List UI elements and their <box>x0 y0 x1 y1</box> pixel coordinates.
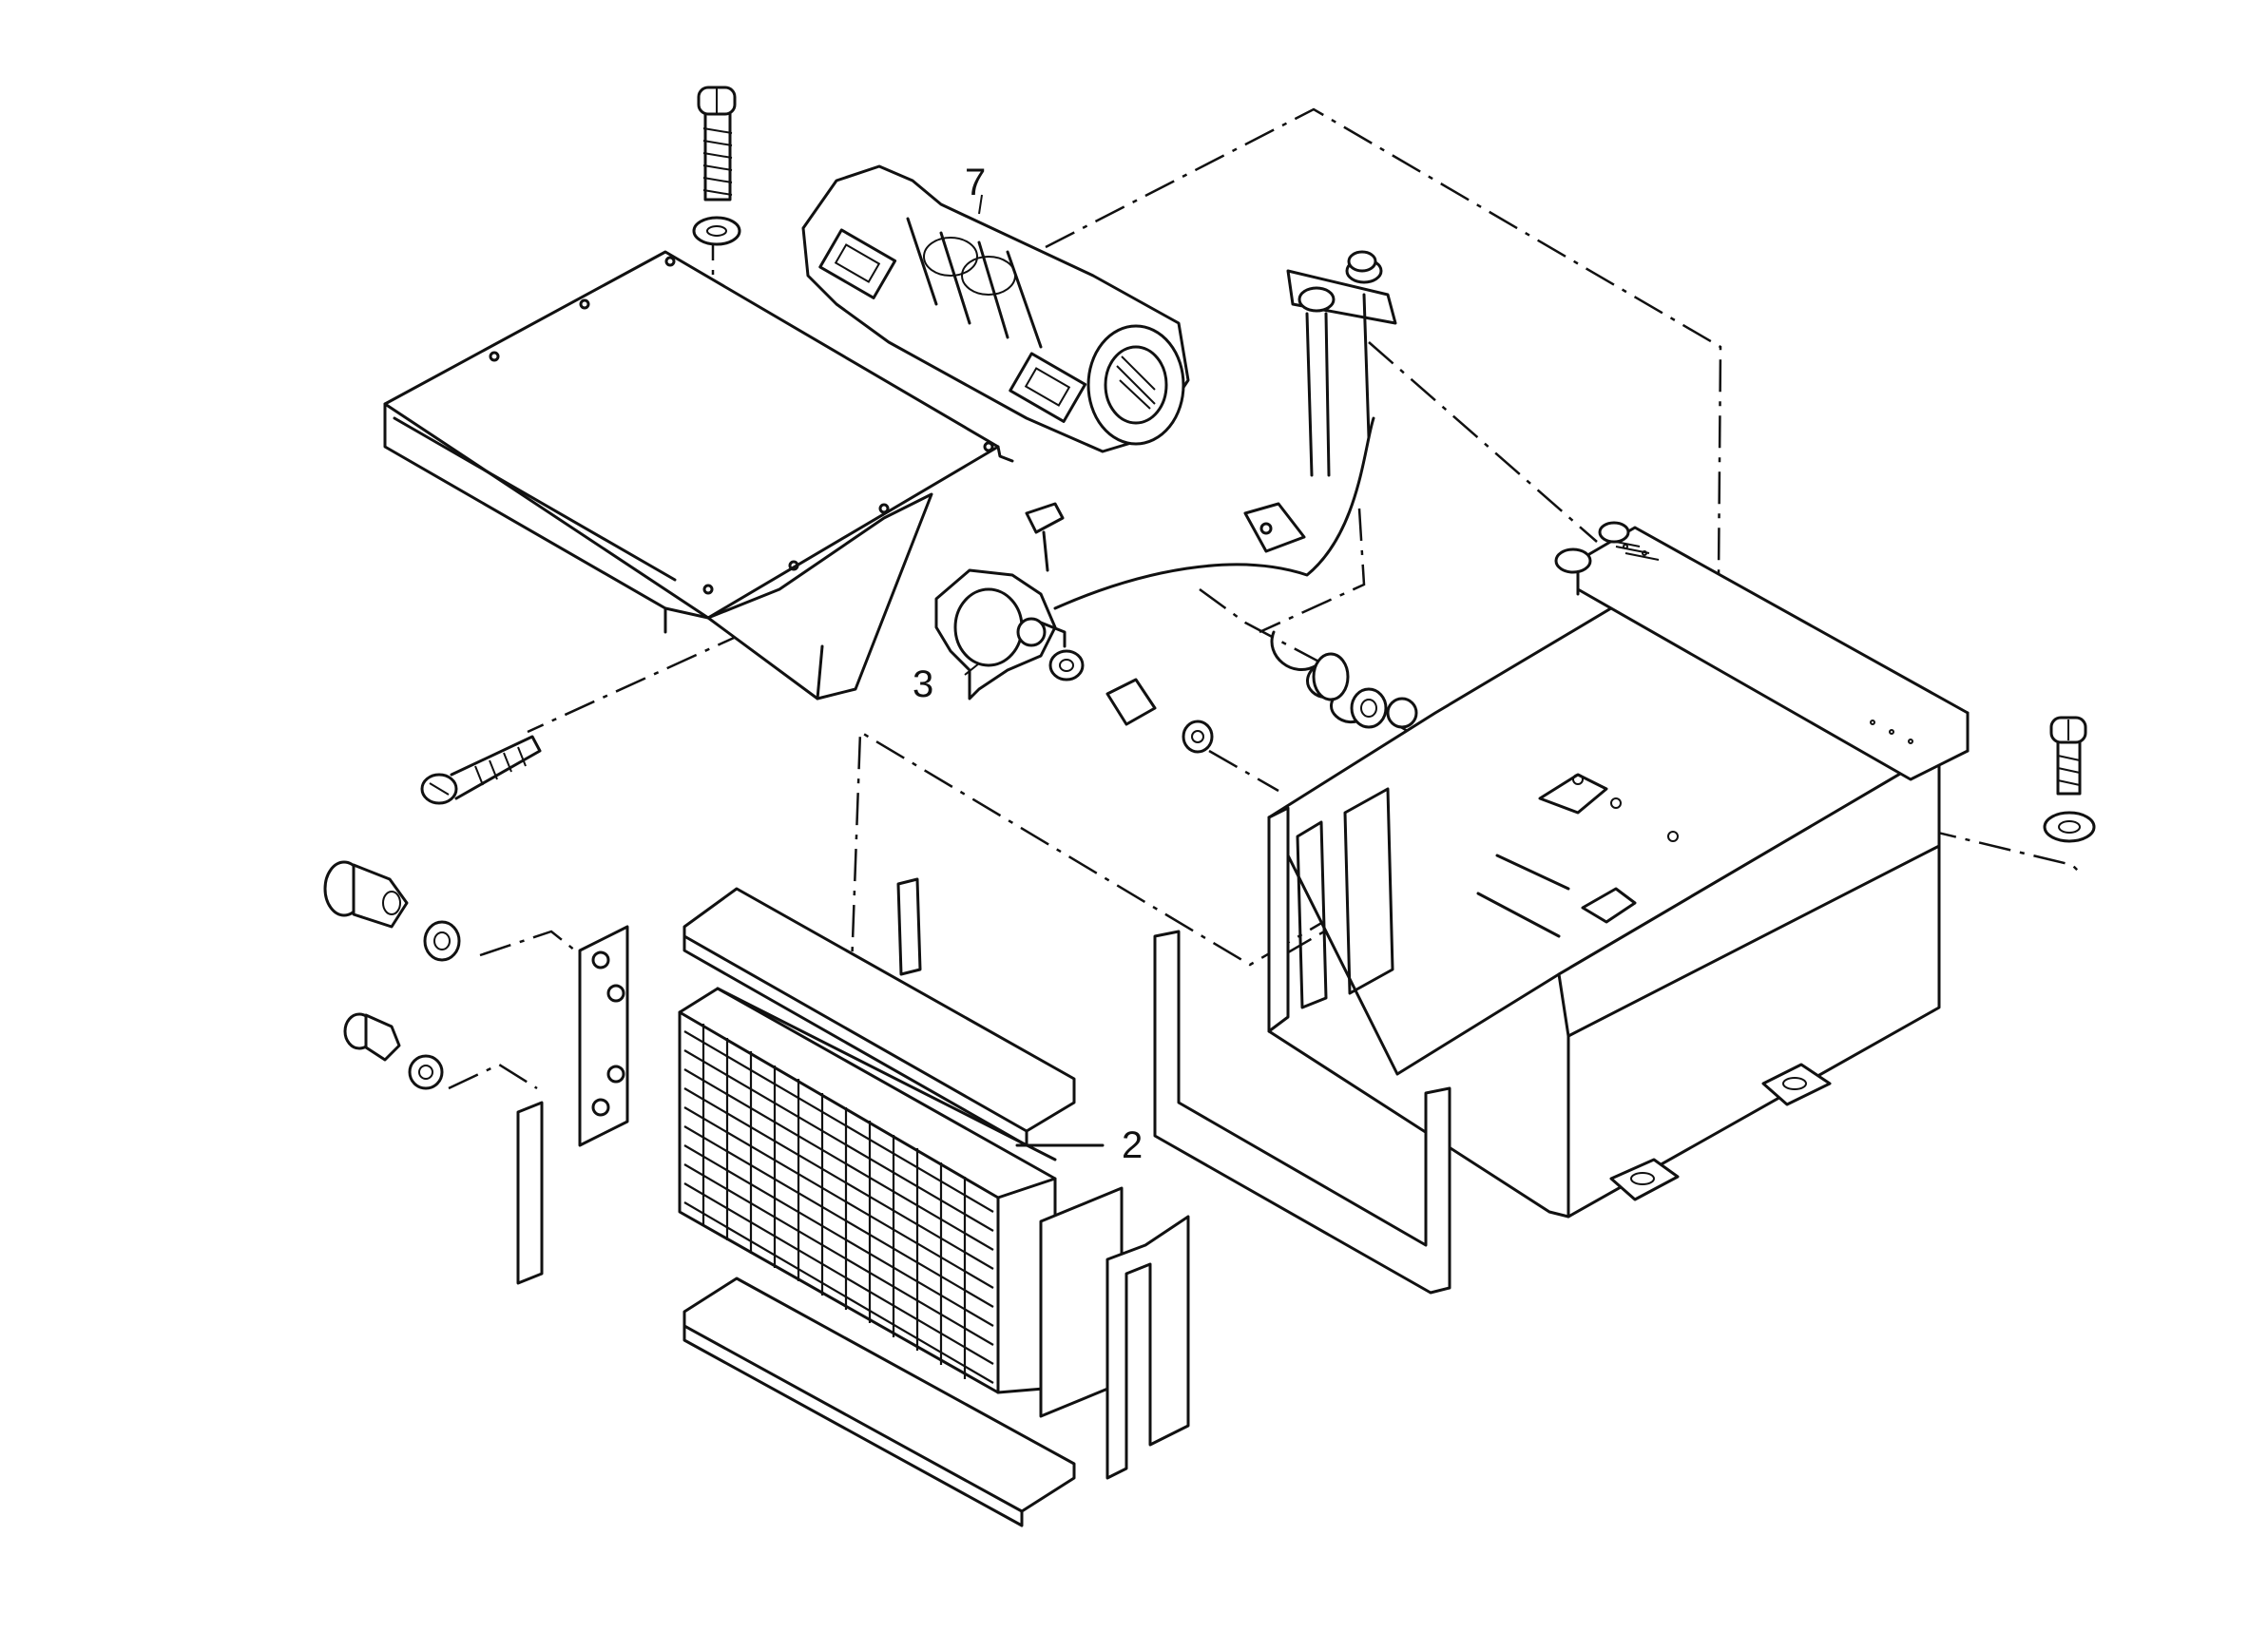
core-fin-grid <box>683 1024 994 1384</box>
water-valve <box>934 502 1214 754</box>
callout-valve: 3 <box>913 663 933 705</box>
seal-strips <box>516 877 1190 1527</box>
control-cable <box>1053 250 1397 610</box>
callout-core: 2 <box>1122 1124 1143 1166</box>
top-cover-plate <box>383 250 1014 701</box>
callout-motor: 7 <box>965 162 986 203</box>
callout-leaders <box>964 194 1105 1147</box>
spring-and-fittings <box>1270 630 1418 729</box>
long-screw <box>420 735 542 805</box>
cover-screw-top <box>692 86 741 246</box>
blower-motor <box>801 164 1190 453</box>
side-screw-right <box>2043 716 2096 843</box>
bracket-frame <box>1153 930 1451 1295</box>
inlet-fittings <box>323 860 461 1090</box>
heater-housing <box>1267 521 1970 1219</box>
